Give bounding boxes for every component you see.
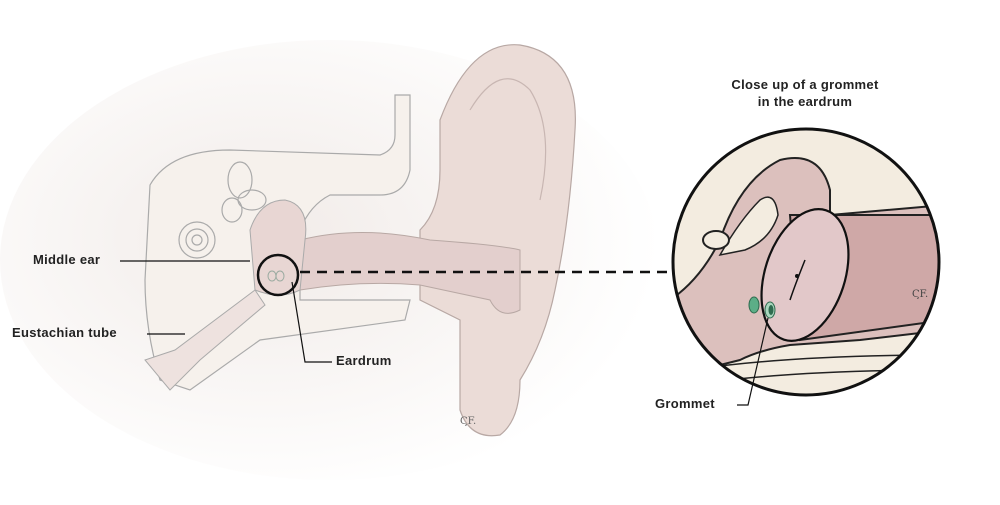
- grommet-leader: [737, 317, 769, 406]
- small-grommet: [267, 270, 285, 282]
- closeup-title-line1: Close up of a grommet: [731, 77, 879, 92]
- artist-signature-closeup: ϚF.: [912, 289, 928, 300]
- pinna-fold: [469, 78, 547, 201]
- cochlea: [178, 221, 216, 259]
- eardrum-leader: [291, 281, 332, 363]
- grommet-icon: [748, 296, 776, 319]
- label-eardrum: Eardrum: [336, 353, 392, 368]
- artist-signature: ϚF.: [460, 416, 476, 427]
- pinna: [419, 44, 576, 437]
- label-grommet: Grommet: [655, 396, 715, 411]
- semicircular-canals: [221, 161, 267, 223]
- closeup-title-line2: in the eardrum: [757, 94, 853, 109]
- closeup-title: Close up of a grommet in the eardrum: [690, 76, 920, 110]
- closeup-view: [673, 129, 939, 395]
- closeup-circle: [671, 127, 941, 397]
- eardrum-highlight-circle: [256, 253, 300, 297]
- label-eustachian-tube: Eustachian tube: [12, 325, 117, 340]
- label-middle-ear: Middle ear: [33, 252, 101, 267]
- eustachian-tube: [144, 289, 266, 391]
